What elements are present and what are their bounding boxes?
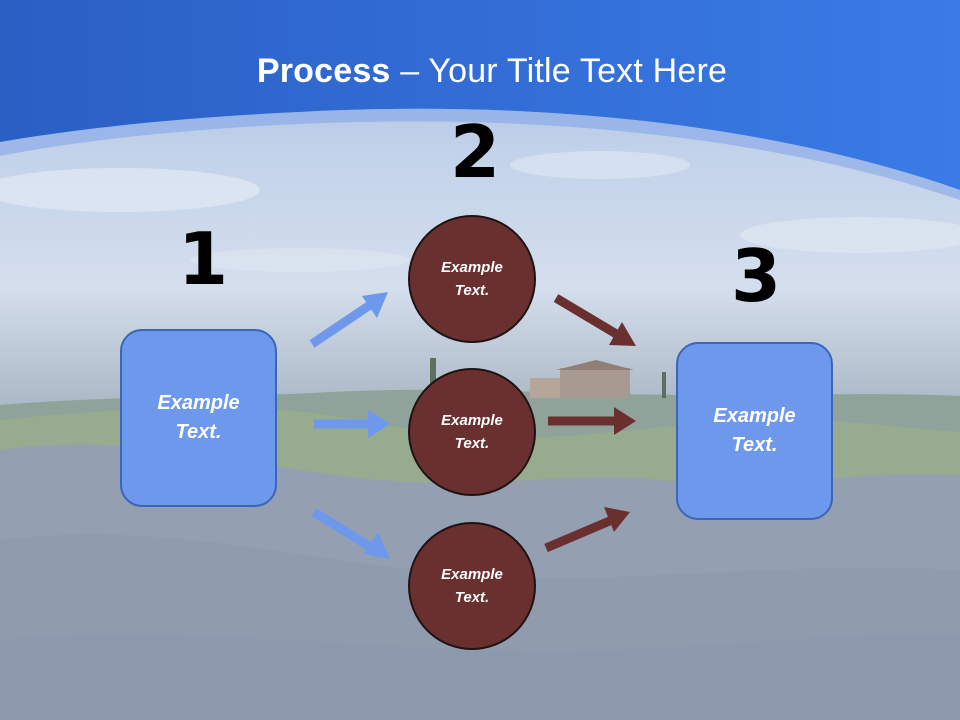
- title-bold: Process: [256, 52, 391, 90]
- right-box: Example Text.: [676, 342, 833, 520]
- arrow-brown-down: [553, 294, 636, 346]
- page-title: Process – Your Title Text Here: [0, 52, 960, 91]
- left-box-text: Example Text.: [157, 392, 240, 443]
- circle-top-text: Example Text.: [441, 259, 503, 299]
- circle-middle-text: Example Text.: [441, 412, 503, 452]
- step-number-3: 3: [731, 234, 782, 318]
- arrow-blue-middle: [314, 410, 390, 438]
- arrow-brown-up: [544, 507, 630, 553]
- left-box: Example Text.: [120, 329, 277, 507]
- circle-bottom: Example Text.: [408, 522, 536, 650]
- circle-bottom-text: Example Text.: [441, 566, 503, 606]
- step-number-2: 2: [450, 110, 501, 194]
- step-number-1: 1: [178, 217, 229, 301]
- circle-top: Example Text.: [408, 215, 536, 343]
- title-rest: – Your Title Text Here: [390, 52, 728, 90]
- arrow-brown-middle: [548, 407, 636, 435]
- arrow-blue-down: [311, 508, 390, 559]
- circle-middle: Example Text.: [408, 368, 536, 496]
- right-box-text: Example Text.: [713, 405, 796, 456]
- arrow-blue-up: [309, 292, 388, 348]
